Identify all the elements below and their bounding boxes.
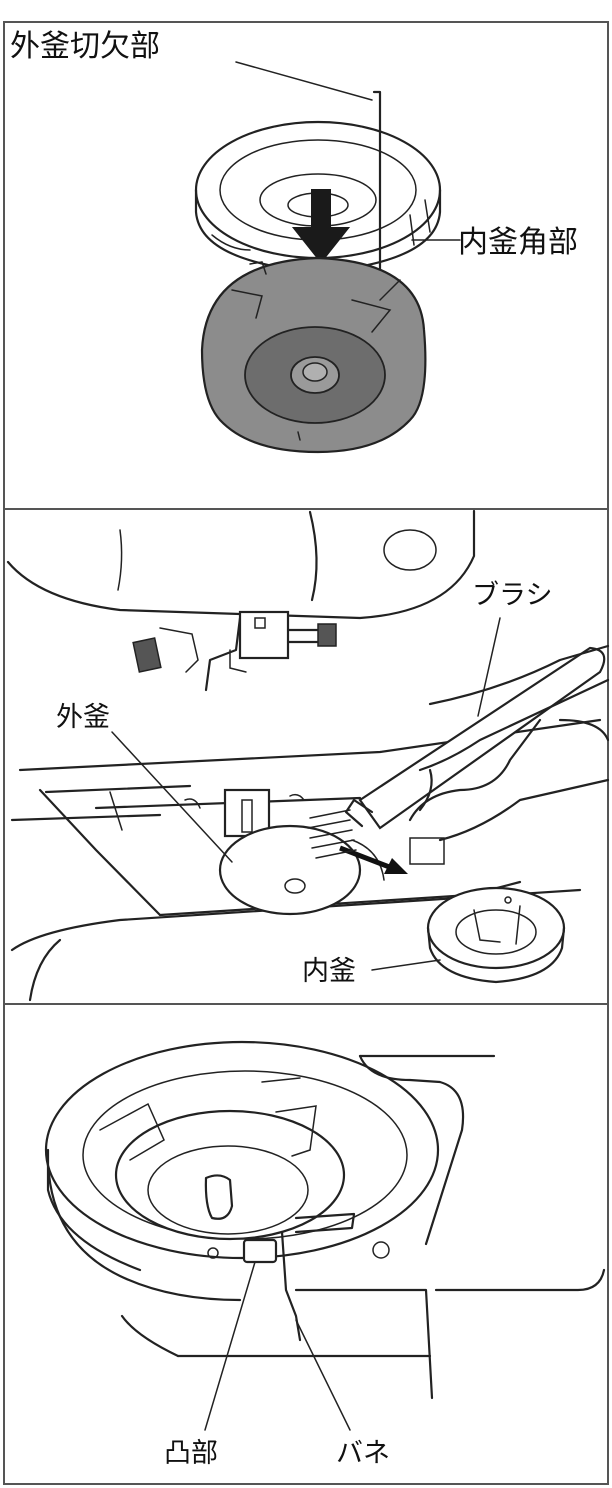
- label-outer-hook: 外釜: [56, 702, 110, 733]
- label-outer-notch: 外釜切欠部: [10, 29, 160, 64]
- needle-plate-illustration: [10, 718, 602, 1002]
- panel-3-border: [3, 1003, 609, 1485]
- leader-spring: [295, 1319, 351, 1431]
- inner-hook-illustration: [200, 256, 427, 454]
- panel-1: 外釜切欠部 内釜角部: [3, 21, 609, 510]
- label-brush: ブラシ: [472, 580, 552, 611]
- machine-head-illustration: [6, 509, 476, 692]
- leader-outer-hook: [111, 731, 233, 863]
- panel-3: 凸部 バネ: [3, 1003, 609, 1485]
- label-spring: バネ: [336, 1438, 390, 1469]
- label-inner-hook: 内釜: [302, 956, 356, 987]
- leader-brush: [477, 617, 501, 717]
- hand-with-brush-illustration: [307, 644, 610, 859]
- leader-protrusion: [204, 1261, 256, 1431]
- protrusion-shape: [242, 1238, 278, 1264]
- removed-inner-hook-illustration: [426, 886, 566, 984]
- panel-2: ブラシ 外釜 内釜: [3, 508, 610, 1005]
- label-inner-corner: 内釜角部: [458, 225, 578, 260]
- leader-outer-notch: [235, 61, 373, 101]
- leader-inner-hook: [371, 959, 441, 971]
- insert-arrow-icon: [291, 189, 351, 264]
- outer-hook-closeup-illustration: [44, 1040, 606, 1400]
- label-protrusion: 凸部: [164, 1438, 218, 1469]
